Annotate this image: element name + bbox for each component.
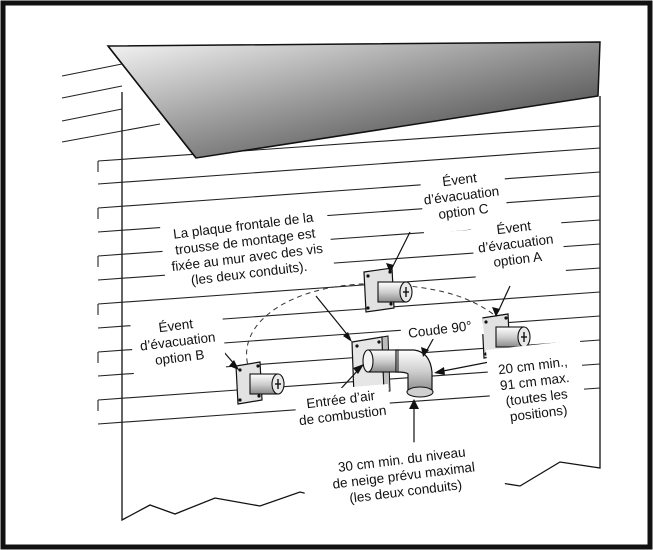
svg-text:positions): positions) (509, 402, 568, 424)
vent-option-a (481, 313, 531, 359)
svg-text:option B: option B (154, 347, 205, 368)
label-backdrops (130, 168, 588, 520)
vent-option-b (235, 361, 285, 405)
vent-option-arc (246, 283, 511, 373)
elbow-90 (395, 349, 434, 398)
combustion-air-intake (362, 349, 401, 373)
svg-text:Évent: Évent (158, 316, 194, 335)
svg-text:Évent: Évent (496, 218, 532, 237)
roof-soffit (106, 41, 601, 159)
faceplate-label: La plaque frontale de la trousse de mont… (171, 210, 324, 288)
vent-b-label: Évent d’évacuation option B (139, 316, 216, 368)
svg-text:option C: option C (438, 201, 490, 222)
distance-label: 20 cm min., 91 cm max. (toutes les posit… (497, 354, 570, 424)
vent-option-c (363, 267, 413, 313)
svg-text:Évent: Évent (441, 170, 477, 189)
svg-text:option A: option A (493, 249, 543, 270)
